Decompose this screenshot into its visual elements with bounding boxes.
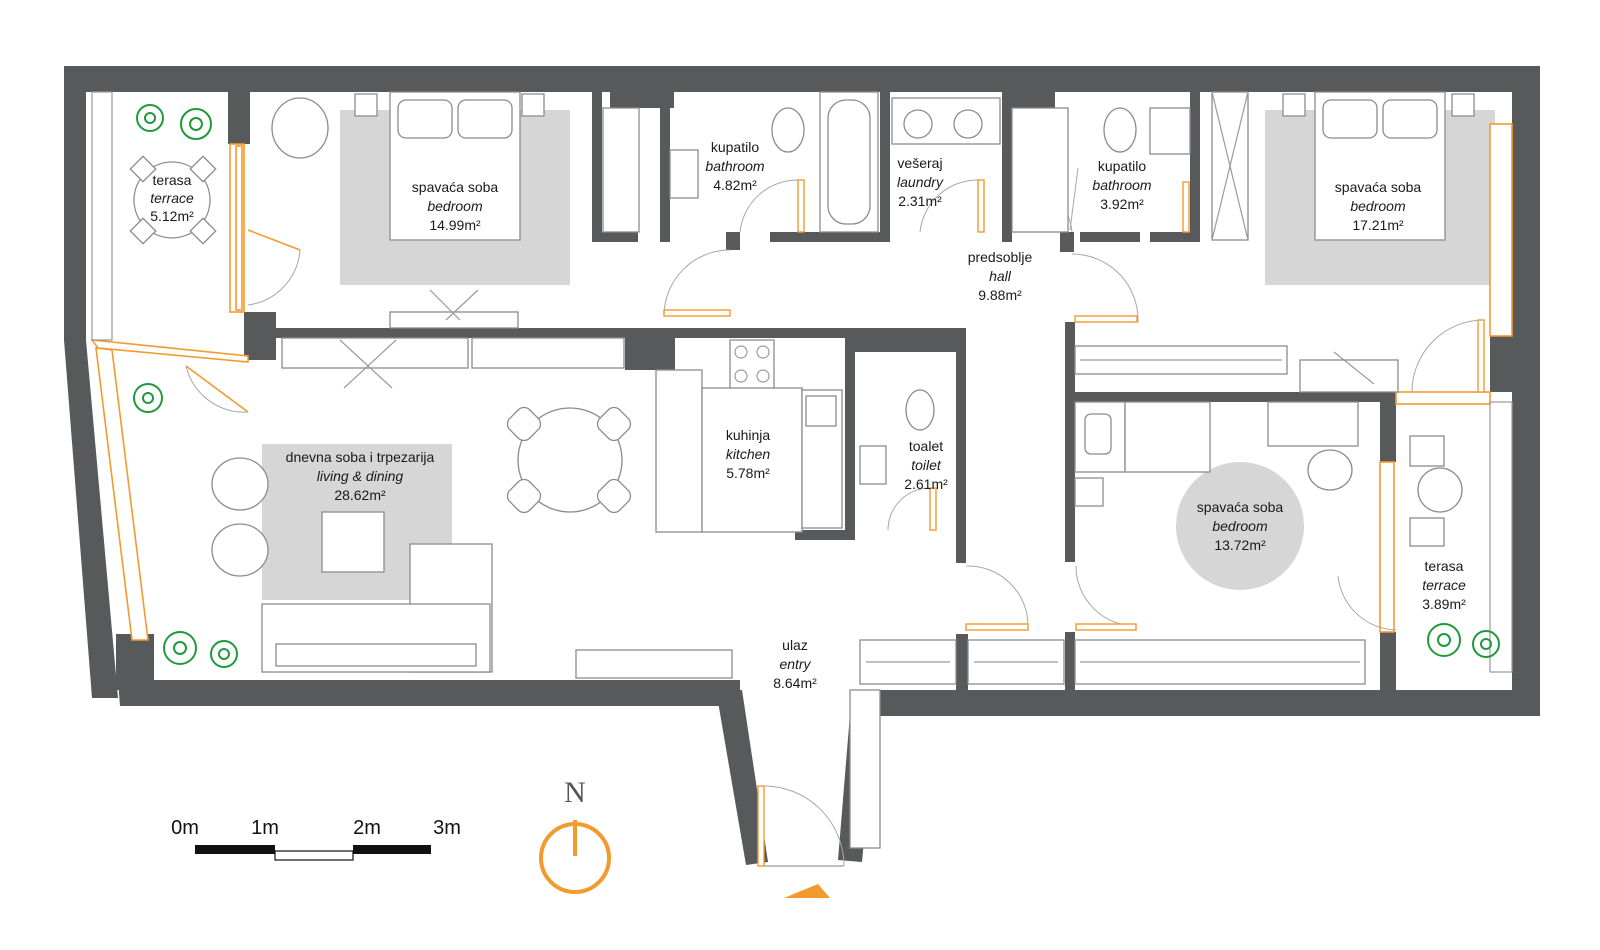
label-living: dnevna soba i trpezarija living & dining… — [286, 449, 435, 503]
rug-bedroom-3 — [1176, 462, 1304, 590]
plants — [133, 104, 1500, 668]
svg-text:4.82m²: 4.82m² — [713, 177, 757, 193]
north-label: N — [564, 776, 586, 809]
label-terrace-east: terasa terrace 3.89m² — [1422, 558, 1466, 612]
svg-text:spavaća soba: spavaća soba — [412, 179, 499, 195]
scale-label: 1m — [251, 817, 279, 839]
windows — [90, 123, 1513, 641]
label-bedroom-3: spavaća soba bedroom 13.72m² — [1197, 499, 1284, 553]
svg-text:living & dining: living & dining — [317, 468, 404, 484]
label-entry: ulaz entry 8.64m² — [773, 637, 817, 691]
svg-text:17.21m²: 17.21m² — [1352, 217, 1404, 233]
svg-text:terasa: terasa — [153, 172, 192, 188]
svg-text:3.89m²: 3.89m² — [1422, 596, 1466, 612]
svg-text:3.92m²: 3.92m² — [1100, 196, 1144, 212]
svg-text:bedroom: bedroom — [427, 198, 483, 214]
plant-icon — [180, 108, 212, 140]
plant-icon — [133, 383, 163, 413]
room-labels: terasa terrace 5.12m² spavaća soba bedro… — [150, 139, 1466, 691]
plant-icon — [163, 631, 197, 665]
svg-text:9.88m²: 9.88m² — [978, 287, 1022, 303]
label-kitchen: kuhinja kitchen 5.78m² — [726, 427, 771, 481]
plant-icon — [1427, 623, 1461, 657]
svg-text:bedroom: bedroom — [1350, 198, 1406, 214]
svg-text:kitchen: kitchen — [726, 446, 771, 462]
scale-bar: 0m 1m 2m 3m — [171, 817, 461, 861]
label-bedroom-1: spavaća soba bedroom 14.99m² — [412, 179, 499, 233]
entrance-arrow-icon — [784, 884, 830, 898]
plant-icon — [136, 104, 164, 132]
plant-icon — [1472, 630, 1500, 658]
svg-text:dnevna soba i trpezarija: dnevna soba i trpezarija — [286, 449, 435, 465]
north-arrow: N — [539, 776, 611, 894]
svg-text:predsoblje: predsoblje — [968, 249, 1033, 265]
svg-text:toalet: toalet — [909, 438, 943, 454]
label-terrace-west: terasa terrace 5.12m² — [150, 172, 194, 224]
label-bathroom-2: kupatilo bathroom 3.92m² — [1092, 158, 1151, 212]
plant-icon — [210, 640, 238, 668]
svg-text:kuhinja: kuhinja — [726, 427, 771, 443]
svg-text:13.72m²: 13.72m² — [1214, 537, 1266, 553]
svg-text:bathroom: bathroom — [705, 158, 764, 174]
svg-text:28.62m²: 28.62m² — [334, 487, 386, 503]
scale-label: 2m — [353, 817, 381, 839]
scale-label: 0m — [171, 817, 199, 839]
svg-text:terrace: terrace — [1422, 577, 1466, 593]
svg-text:entry: entry — [779, 656, 811, 672]
svg-text:14.99m²: 14.99m² — [429, 217, 481, 233]
doors — [185, 167, 1485, 867]
svg-text:hall: hall — [989, 268, 1012, 284]
svg-text:terrace: terrace — [150, 190, 194, 206]
walls — [64, 66, 1540, 865]
svg-text:bathroom: bathroom — [1092, 177, 1151, 193]
svg-text:2.31m²: 2.31m² — [898, 193, 942, 209]
svg-text:laundry: laundry — [897, 174, 944, 190]
furniture — [91, 91, 1513, 849]
svg-text:vešeraj: vešeraj — [897, 155, 942, 171]
svg-text:2.61m²: 2.61m² — [904, 476, 948, 492]
label-laundry: vešeraj laundry 2.31m² — [897, 155, 944, 209]
svg-text:5.78m²: 5.78m² — [726, 465, 770, 481]
svg-text:spavaća soba: spavaća soba — [1335, 179, 1422, 195]
scale-label: 3m — [433, 817, 461, 839]
label-toilet: toalet toilet 2.61m² — [904, 438, 948, 492]
svg-text:5.12m²: 5.12m² — [150, 208, 194, 224]
label-bathroom-1: kupatilo bathroom 4.82m² — [705, 139, 764, 193]
svg-text:ulaz: ulaz — [782, 637, 808, 653]
svg-text:8.64m²: 8.64m² — [773, 675, 817, 691]
svg-text:spavaća soba: spavaća soba — [1197, 499, 1284, 515]
svg-text:kupatilo: kupatilo — [1098, 158, 1146, 174]
svg-text:toilet: toilet — [911, 457, 942, 473]
svg-text:terasa: terasa — [1425, 558, 1464, 574]
label-bedroom-2: spavaća soba bedroom 17.21m² — [1335, 179, 1422, 233]
svg-text:bedroom: bedroom — [1212, 518, 1268, 534]
label-hall: predsoblje hall 9.88m² — [968, 249, 1033, 303]
svg-text:kupatilo: kupatilo — [711, 139, 759, 155]
